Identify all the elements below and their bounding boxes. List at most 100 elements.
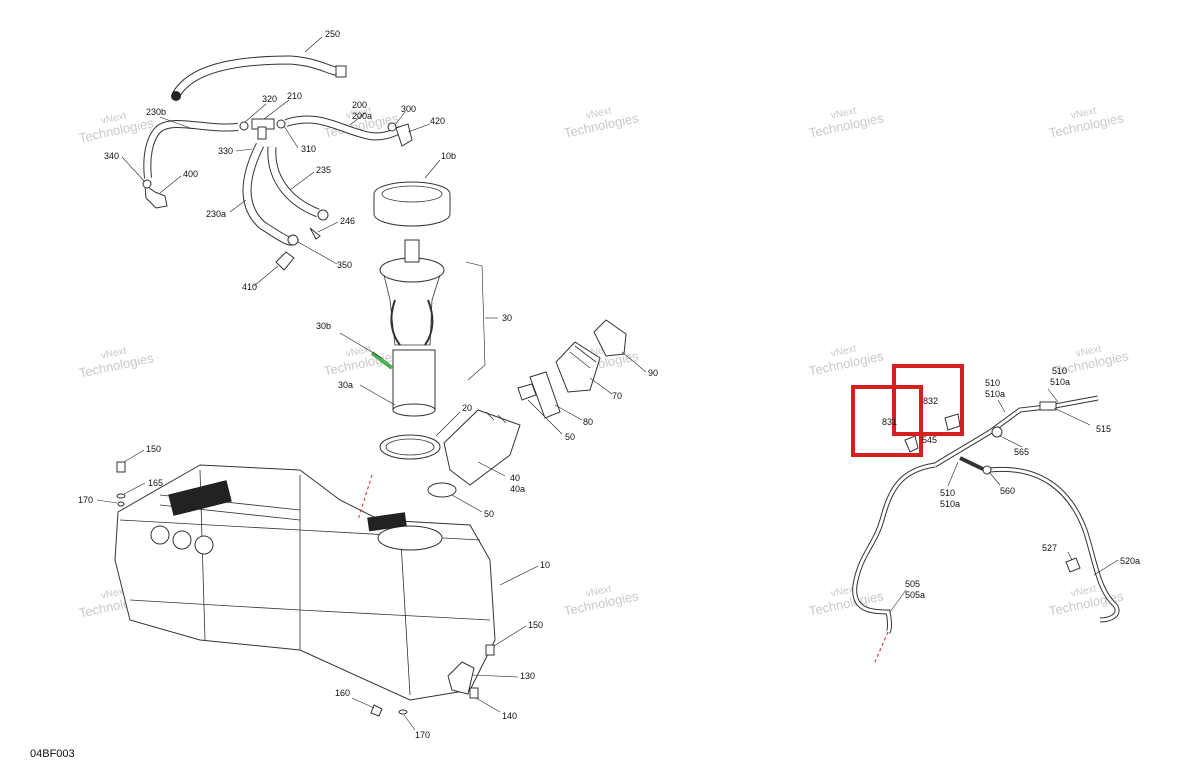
vent-line-510[interactable] xyxy=(904,395,1099,573)
callout-40: 40 xyxy=(510,473,520,483)
svg-text:vNext: vNext xyxy=(1075,344,1103,360)
check-valve-831[interactable] xyxy=(904,435,919,453)
callout-515: 515 xyxy=(1096,424,1111,434)
connector-515[interactable] xyxy=(1039,401,1057,411)
washer-165[interactable] xyxy=(116,493,126,499)
fitting-400[interactable] xyxy=(142,179,168,209)
clamp xyxy=(317,209,329,221)
svg-text:vNext: vNext xyxy=(100,586,128,602)
callout-210: 210 xyxy=(287,91,302,101)
bolt-150[interactable] xyxy=(116,461,126,473)
callout-235: 235 xyxy=(316,165,331,175)
callout-832: 832 xyxy=(923,396,938,406)
callout-230b: 230b xyxy=(146,107,166,117)
leader-lines-right xyxy=(889,388,1119,613)
nut-160[interactable] xyxy=(370,704,383,717)
clamp-310 xyxy=(276,119,286,129)
bolt-140[interactable] xyxy=(469,687,479,699)
svg-text:vNext: vNext xyxy=(830,106,858,122)
callout-70: 70 xyxy=(612,391,622,401)
gasket-20[interactable] xyxy=(379,411,461,460)
fasteners xyxy=(96,449,527,731)
callout-40a: 40a xyxy=(510,484,525,494)
clamp-320 xyxy=(239,121,249,131)
fitting-420[interactable] xyxy=(387,122,413,147)
callout-510a-far: 510a xyxy=(1050,377,1070,387)
lock-ring-10b[interactable] xyxy=(373,159,451,227)
callout-505: 505 xyxy=(905,579,920,589)
svg-text:vNext: vNext xyxy=(585,584,613,600)
filler-cap-adapter-70[interactable] xyxy=(555,341,613,395)
bolt-150[interactable] xyxy=(485,644,495,656)
callout-230a: 230a xyxy=(206,209,226,219)
callout-310: 310 xyxy=(301,144,316,154)
tank-boss xyxy=(194,535,214,555)
clamp-350[interactable] xyxy=(287,234,299,246)
fitting-410[interactable] xyxy=(275,251,295,271)
bracket-130[interactable] xyxy=(447,661,475,695)
callout-50-lower: 50 xyxy=(484,509,494,519)
washer-170[interactable] xyxy=(398,709,408,715)
tank-label xyxy=(367,512,407,532)
hose-235[interactable] xyxy=(267,146,329,221)
callout-30b: 30b xyxy=(316,321,331,331)
clip-246[interactable] xyxy=(309,227,321,240)
svg-text:vNext: vNext xyxy=(345,344,373,360)
hose-200[interactable] xyxy=(284,115,402,141)
filler-neck-40[interactable] xyxy=(443,409,521,486)
callout-165: 165 xyxy=(148,478,163,488)
callout-250: 250 xyxy=(325,29,340,39)
tank-pump-opening xyxy=(377,525,443,551)
callout-170-bottom: 170 xyxy=(415,730,430,740)
fuel-tank-10[interactable] xyxy=(114,464,539,701)
hose-230b[interactable] xyxy=(143,119,239,179)
callout-510-top: 510 xyxy=(985,378,1000,388)
fuel-cap-90[interactable] xyxy=(593,319,647,373)
callout-50-upper: 50 xyxy=(565,432,575,442)
svg-text:vNext: vNext xyxy=(830,344,858,360)
callout-560: 560 xyxy=(1000,486,1015,496)
watermark-line1: vNext xyxy=(100,111,128,127)
callout-80: 80 xyxy=(583,417,593,427)
callout-410: 410 xyxy=(242,282,257,292)
leader-lines-top-left xyxy=(121,36,431,287)
callout-130: 130 xyxy=(520,671,535,681)
watermark: vNext Technologies xyxy=(807,106,885,141)
callout-510a-top: 510a xyxy=(985,389,1005,399)
nut-170[interactable] xyxy=(117,501,125,507)
clip-527[interactable] xyxy=(1065,557,1081,573)
clamp-50-lower[interactable] xyxy=(427,482,483,513)
callout-10: 10 xyxy=(540,560,550,570)
callout-246: 246 xyxy=(340,216,355,226)
callout-510-far: 510 xyxy=(1052,366,1067,376)
callout-400: 400 xyxy=(183,169,198,179)
callout-150-left: 150 xyxy=(146,444,161,454)
check-valve-832[interactable] xyxy=(944,413,961,431)
callout-20: 20 xyxy=(462,403,472,413)
tank-boss xyxy=(150,525,170,545)
callout-10b: 10b xyxy=(441,151,456,161)
pump-body xyxy=(392,349,436,411)
seal-80[interactable] xyxy=(529,371,583,421)
svg-text:vNext: vNext xyxy=(1070,106,1098,122)
tee-fitting-210[interactable] xyxy=(239,118,286,140)
callout-200: 200 xyxy=(352,100,367,110)
watermark: vNext Technologies xyxy=(562,106,640,141)
vent-line-505[interactable] xyxy=(852,462,936,665)
callout-200a: 200a xyxy=(352,111,372,121)
valve-565[interactable] xyxy=(991,426,1003,438)
callout-545: 545 xyxy=(922,435,937,445)
highlight-box-831 xyxy=(851,385,923,457)
highlight-boxes xyxy=(851,364,964,457)
watermark: vNext Technologies xyxy=(1047,584,1125,619)
callout-510-bottom: 510 xyxy=(940,488,955,498)
hose-250[interactable] xyxy=(171,55,347,101)
fuel-pump-30[interactable] xyxy=(339,239,498,417)
callout-505a: 505a xyxy=(905,590,925,600)
svg-text:vNext: vNext xyxy=(830,584,858,600)
callout-510a-bottom: 510a xyxy=(940,499,960,509)
vent-line-520a[interactable] xyxy=(989,466,1120,623)
highlight-box-832 xyxy=(892,364,964,436)
callout-300: 300 xyxy=(401,104,416,114)
watermark: vNext Technologies xyxy=(1047,106,1125,141)
